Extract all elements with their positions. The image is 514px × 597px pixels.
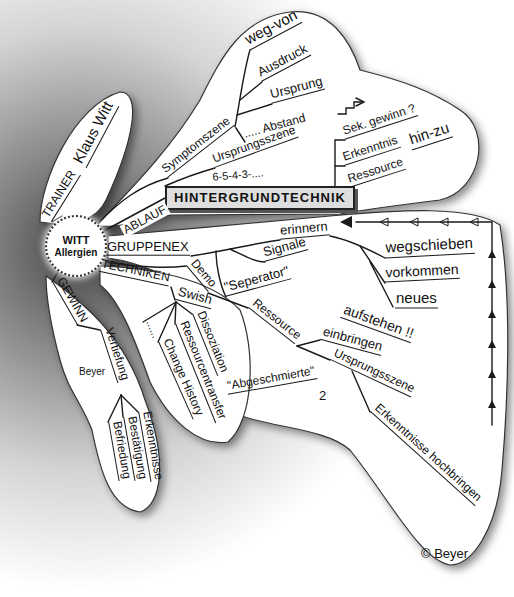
- branch-label: Ursprungsszene: [330, 346, 417, 398]
- branch-label: Ressource: [248, 296, 304, 345]
- arrow-head: [340, 216, 352, 228]
- branch-label: Beyer: [78, 366, 106, 378]
- triangle-mark: [488, 400, 496, 408]
- branch-line: [335, 165, 345, 166]
- edge-label: ABLAUF: [120, 202, 171, 238]
- arrow-triangles: [340, 216, 496, 408]
- branch-line: [360, 246, 385, 283]
- cloud-blobs: [40, 12, 508, 565]
- node-text: Allergien: [55, 247, 98, 258]
- branch-label: "Abgeschmierte": [225, 364, 317, 395]
- stairs-symbol: [356, 98, 364, 106]
- branch-label: ......: [143, 317, 163, 341]
- branch-line: [108, 395, 121, 422]
- branch-line: [77, 325, 100, 330]
- branch-line: [297, 346, 330, 360]
- branch-line: [121, 395, 123, 417]
- triangle-mark: [440, 218, 448, 226]
- branch-label: neues: [395, 290, 438, 309]
- branch-label: Sek. gewinn ?: [340, 102, 418, 140]
- branch-line: [330, 236, 385, 258]
- center-circle: WITTAllergien: [45, 215, 107, 277]
- branch-label: Symptomszene: [159, 114, 235, 178]
- triangle-mark: [470, 218, 478, 226]
- branch-line: [297, 340, 320, 346]
- branch-label: 2: [318, 389, 327, 404]
- branch-lines: [52, 50, 492, 425]
- branch-label: TRAINER: [39, 168, 81, 222]
- branch-label: Erkenntnisse hochbringen: [370, 401, 485, 506]
- branch-label: GEWINN: [52, 274, 91, 326]
- triangle-mark: [410, 218, 418, 226]
- branch-label: Ursprung: [268, 74, 326, 104]
- node-text: HINTERGRUNDTECHNIK: [174, 191, 346, 205]
- title-banner: HINTERGRUNDTECHNIK: [165, 186, 355, 210]
- branch-label: TECHNIKEN: [99, 257, 172, 287]
- triangle-mark: [488, 340, 496, 348]
- branch-line: [240, 82, 262, 100]
- triangle-mark: [380, 218, 388, 226]
- triangle-mark: [488, 280, 496, 288]
- branch-label: Klaus Witt: [70, 98, 119, 168]
- branch-line: [237, 104, 272, 115]
- node-text: WITT: [63, 234, 90, 246]
- branch-line: [208, 293, 248, 308]
- branch-label: © Beyer: [420, 547, 469, 562]
- gewinn-blob: [46, 276, 160, 512]
- branch-label: Ausdruck: [254, 41, 311, 82]
- branch-label: 6-5-4-3-....: [211, 166, 265, 184]
- stairs-symbol: [338, 102, 362, 114]
- branch-label: "Seperator": [222, 264, 292, 297]
- branch-label: wegschieben: [384, 235, 474, 258]
- branch-line: [121, 395, 138, 412]
- triangle-mark: [488, 310, 496, 318]
- branch-label: Signale: [261, 235, 309, 262]
- branch-label: GRUPPENEX: [106, 240, 190, 256]
- triangle-mark: [488, 250, 496, 258]
- branch-label: hin-zu: [406, 119, 452, 150]
- branch-label: vorkommen: [384, 262, 460, 283]
- branch-label: weg-von: [241, 6, 302, 50]
- ablauf-blob: [96, 12, 479, 227]
- triangle-mark: [488, 370, 496, 378]
- branch-line: [230, 249, 265, 262]
